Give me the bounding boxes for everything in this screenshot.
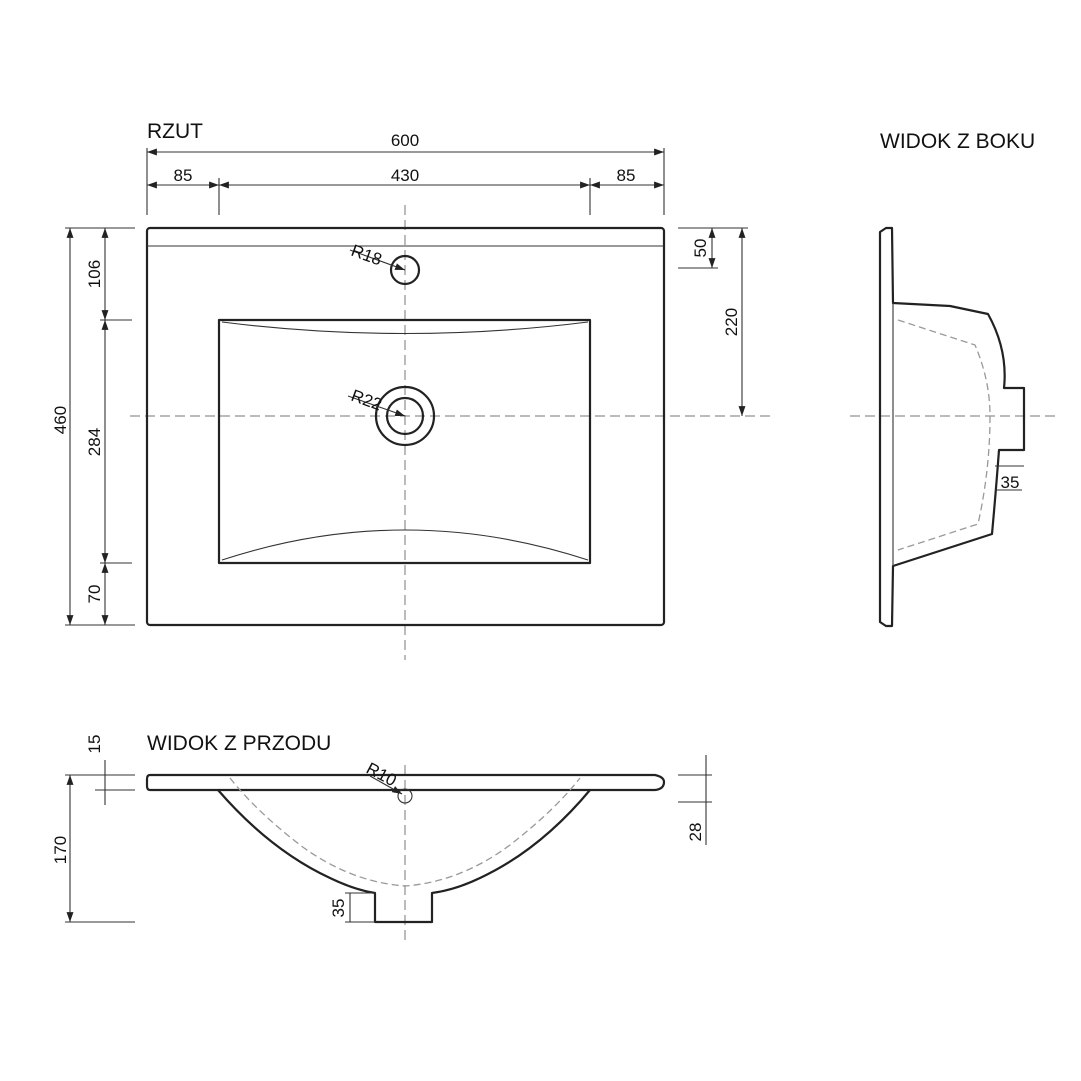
dim-outlet-height: 35 [329,899,348,918]
dim-rim-back: 50 [691,239,710,258]
side-profile [878,226,1026,628]
drain-radius-label: R22 [349,386,385,415]
tap-hole-radius-leader [349,249,406,271]
plan-view: RZUT R18 R22 600 85 430 85 [51,120,770,660]
dim-width-left: 85 [174,166,193,185]
bowl-front-curve [221,529,589,561]
dim-depth-basin: 284 [85,428,104,456]
side-view-title: WIDOK Z BOKU [880,130,1035,153]
side-view: WIDOK Z BOKU 35 [850,130,1055,628]
front-r10-leader [369,775,403,795]
dim-width-right: 85 [617,166,636,185]
dim-rim-height: 28 [686,823,705,842]
front-r10-mark [397,788,413,804]
drain-outer [374,385,436,447]
tap-hole-radius-label: R18 [349,241,385,270]
bowl-back-curve [221,321,589,335]
dim-depth-front: 70 [85,585,104,604]
bowl-outline [217,318,592,565]
tap-hole [389,254,421,286]
dim-depth-total: 460 [51,406,70,434]
drain-inner [385,396,425,436]
dim-to-drain: 220 [722,308,741,336]
front-view-title: WIDOK Z PRZODU [147,732,331,755]
dim-side-drain: 35 [1001,473,1020,492]
plan-view-title: RZUT [147,120,203,143]
dim-width-total: 600 [391,131,419,150]
dim-top-thickness: 15 [85,735,104,754]
front-r10-label: R10 [363,759,399,790]
dim-total-height: 170 [51,836,70,864]
side-hidden-line [897,319,991,551]
drain-radius-leader [347,395,406,417]
basin-outline [145,226,666,627]
dim-depth-back: 106 [85,260,104,288]
front-view: WIDOK Z PRZODU R10 15 170 28 35 [51,732,712,945]
front-hidden-line [229,777,581,887]
front-bowl [217,789,591,924]
dim-width-basin: 430 [391,166,419,185]
